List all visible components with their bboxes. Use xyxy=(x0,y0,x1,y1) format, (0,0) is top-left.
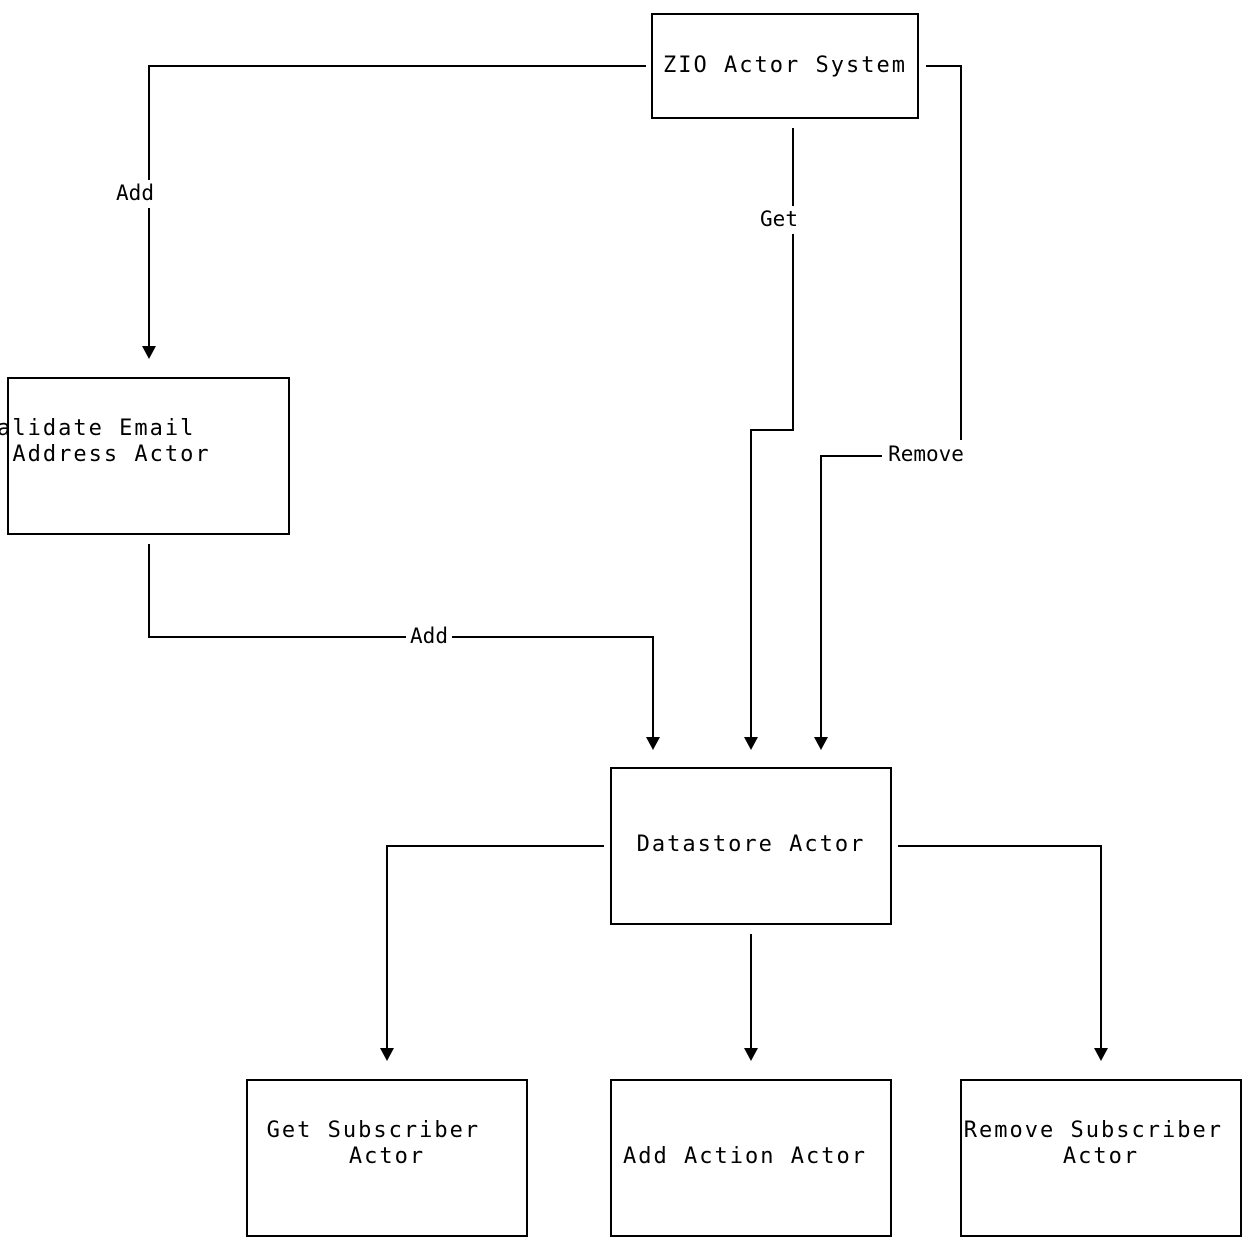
arrowhead-icon xyxy=(744,1048,758,1061)
arrowhead-icon xyxy=(380,1048,394,1061)
edge-label-group-add-top: Add xyxy=(112,180,158,208)
edge-label-group-remove: Remove xyxy=(882,440,970,470)
node-label-line: Remove Subscriber xyxy=(964,1118,1223,1143)
edge-datastore-to-get-subscriber xyxy=(380,845,604,1061)
node-label: Remove Subscriber Actor xyxy=(964,1118,1238,1169)
edge-label-add: Add xyxy=(116,181,154,205)
node-zio-actor-system: ZIO Actor System xyxy=(651,13,919,119)
arrowhead-icon xyxy=(744,737,758,750)
node-label: Add Action Actor xyxy=(623,1144,867,1169)
node-label-line: Get Subscriber xyxy=(267,1118,480,1143)
edge-system-to-datastore-get xyxy=(744,128,794,750)
node-label: Get Subscriber Actor xyxy=(267,1118,496,1169)
edge-label-add: Add xyxy=(410,624,448,648)
arrowhead-icon xyxy=(1094,1048,1108,1061)
node-label: Validate Email Address Actor xyxy=(0,416,302,467)
node-label-line: Actor xyxy=(1063,1144,1139,1169)
edge-label-group-add-bottom: Add xyxy=(406,622,452,652)
node-label-line: Add Action Actor xyxy=(623,1144,867,1169)
node-label-line: Datastore Actor xyxy=(637,832,866,857)
node-validate-email-address-actor: Validate Email Address Actor xyxy=(0,377,302,535)
arrowhead-icon xyxy=(814,737,828,750)
node-remove-subscriber-actor: Remove Subscriber Actor xyxy=(960,1079,1242,1237)
node-label: Datastore Actor xyxy=(637,832,866,857)
edge-label-remove: Remove xyxy=(888,442,964,466)
node-label-line: ZIO Actor System xyxy=(663,53,907,78)
edge-label-get: Get xyxy=(760,207,798,231)
arrowhead-icon xyxy=(142,346,156,359)
edge-label-group-get: Get xyxy=(756,206,802,234)
node-label: ZIO Actor System xyxy=(663,53,907,78)
node-label-line: Validate Email xyxy=(0,416,195,441)
edge-datastore-to-add-action xyxy=(744,934,758,1061)
edge-system-to-validate xyxy=(142,65,646,359)
edge-datastore-to-remove-subscriber xyxy=(898,845,1108,1061)
arrowhead-icon xyxy=(646,737,660,750)
node-get-subscriber-actor: Get Subscriber Actor xyxy=(246,1079,528,1237)
node-add-action-actor: Add Action Actor xyxy=(610,1079,892,1237)
edge-system-to-datastore-remove xyxy=(814,65,962,750)
node-label-line: Actor xyxy=(349,1144,425,1169)
node-label-line: Address Actor xyxy=(0,442,211,467)
edge-validate-to-datastore xyxy=(148,544,660,750)
node-datastore-actor: Datastore Actor xyxy=(610,767,892,925)
